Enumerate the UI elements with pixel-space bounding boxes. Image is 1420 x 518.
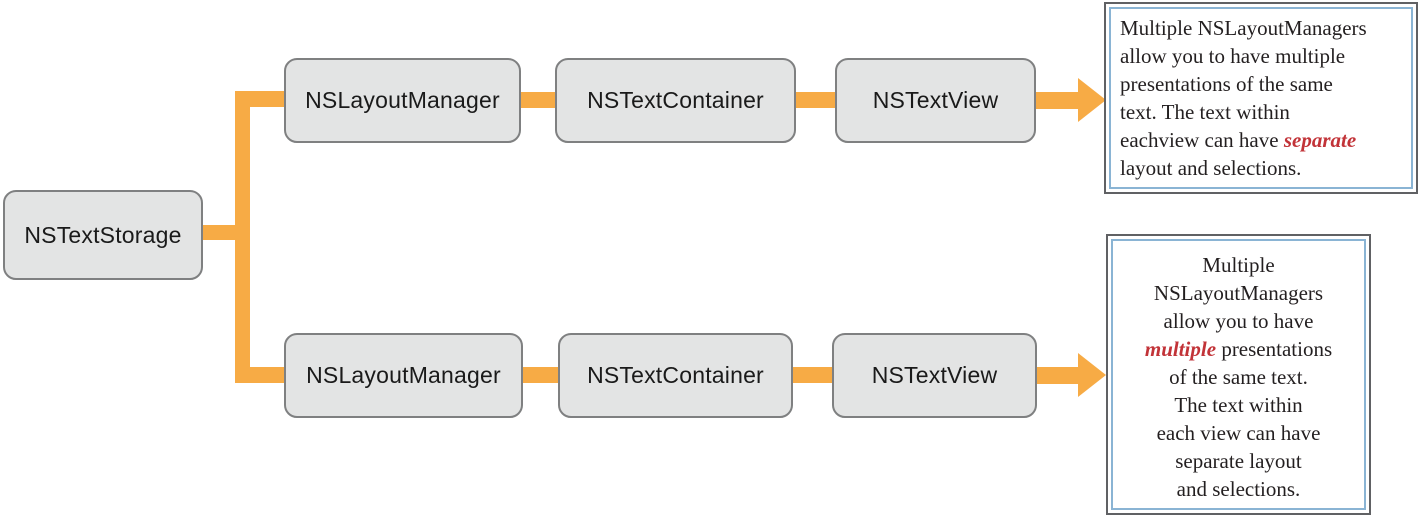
node-label: NSTextView xyxy=(871,362,998,388)
connector-bottom-textcontainer-textview xyxy=(792,367,833,383)
arrow-shaft xyxy=(1036,367,1078,384)
node-label: NSTextContainer xyxy=(587,362,764,388)
node-nslayoutmanager-bottom: NSLayoutManager xyxy=(284,333,523,418)
node-nstextview-top: NSTextView xyxy=(835,58,1036,143)
node-nstextcontainer-bottom: NSTextContainer xyxy=(558,333,793,418)
connector-trunk-to-top-row xyxy=(235,91,285,107)
node-nstextcontainer-top: NSTextContainer xyxy=(555,58,796,143)
node-nstextstorage: NSTextStorage xyxy=(3,190,203,280)
connector-trunk-to-bottom-row xyxy=(235,367,285,383)
node-label: NSTextStorage xyxy=(24,221,182,248)
node-nslayoutmanager-top: NSLayoutManager xyxy=(284,58,521,143)
node-label: NSLayoutManager xyxy=(305,87,500,113)
arrow-head-icon xyxy=(1078,78,1106,122)
node-label: NSLayoutManager xyxy=(306,362,501,388)
node-nstextview-bottom: NSTextView xyxy=(832,333,1037,418)
node-label: NSTextContainer xyxy=(587,87,764,113)
arrow-shaft xyxy=(1035,92,1078,109)
connector-top-layoutmanager-textcontainer xyxy=(520,92,556,108)
node-label: NSTextView xyxy=(872,87,999,113)
connector-top-textcontainer-textview xyxy=(795,92,836,108)
connector-vertical-trunk xyxy=(235,91,250,383)
connector-bottom-layoutmanager-textcontainer xyxy=(522,367,559,383)
arrow-head-icon xyxy=(1078,353,1106,397)
